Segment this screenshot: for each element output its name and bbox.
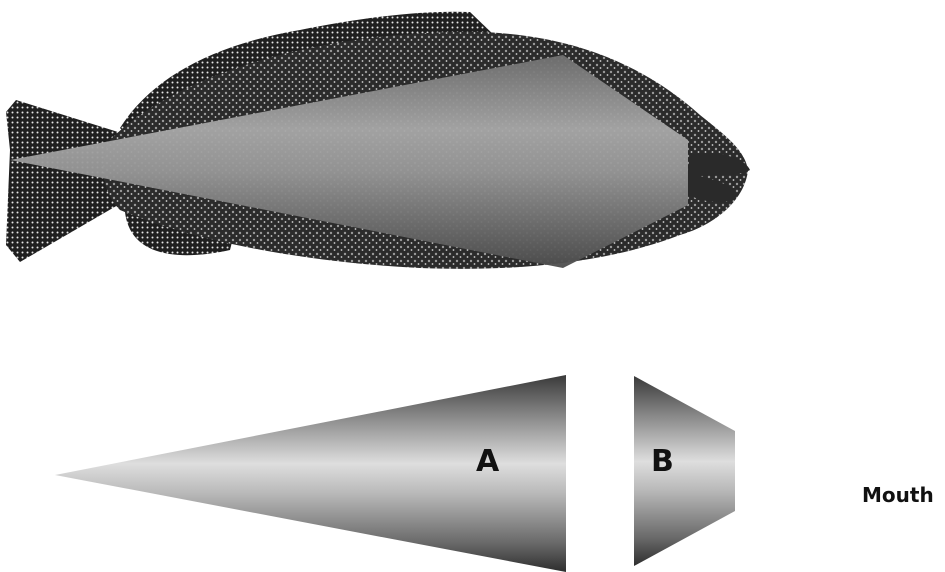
label-mouth: Mouth xyxy=(862,485,934,505)
section-b-frustum xyxy=(634,376,735,566)
label-section-a: A xyxy=(476,447,499,477)
tail-fin xyxy=(6,100,118,262)
label-section-b: B xyxy=(651,447,674,477)
